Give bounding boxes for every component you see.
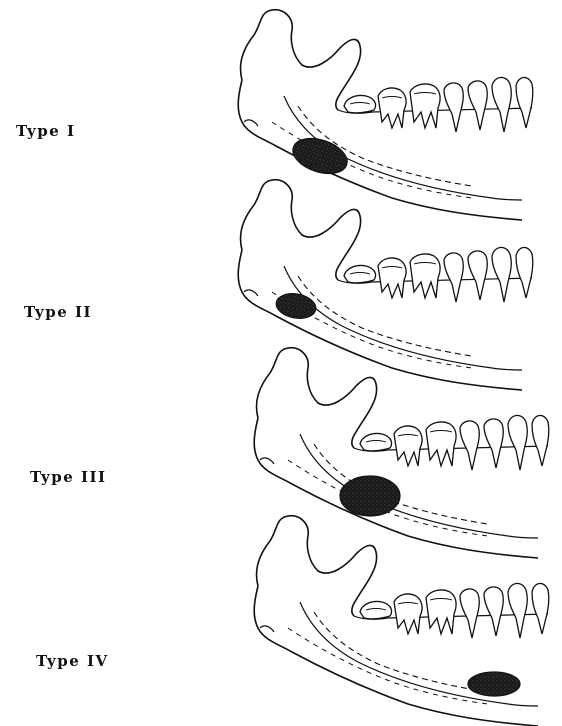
- panel-type-2: [238, 180, 533, 390]
- lesion-type-2: [274, 291, 318, 322]
- panel-type-3: [254, 348, 549, 558]
- panel-type-1: [238, 10, 533, 220]
- mandible-outline: [238, 180, 533, 390]
- mandible-outline: [238, 10, 533, 220]
- lesion-type-3: [340, 476, 400, 516]
- panel-type-4: [254, 516, 549, 726]
- lesion-type-1: [288, 132, 351, 180]
- lesion-type-4: [468, 672, 520, 696]
- mandible-outline: [254, 348, 549, 558]
